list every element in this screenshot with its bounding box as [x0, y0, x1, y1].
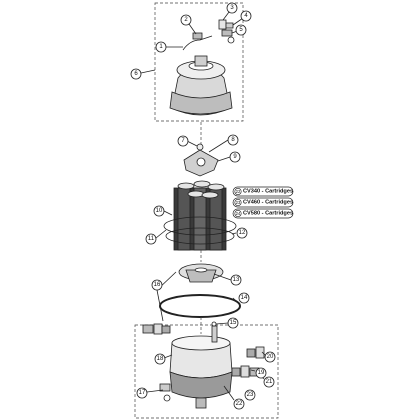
svg-text:16: 16: [154, 282, 161, 288]
callout-11: 11: [145, 233, 157, 245]
svg-text:20: 20: [267, 354, 274, 360]
svg-text:CV580 - Cartridges: CV580 - Cartridges: [243, 211, 293, 217]
svg-text:14: 14: [241, 295, 248, 301]
air-relief-tube: [182, 35, 213, 51]
callout-5: 5: [235, 24, 247, 36]
callout-17: 17: [136, 387, 148, 399]
svg-text:17: 17: [139, 390, 146, 396]
top-manifold: [183, 149, 219, 177]
callout-21: 21: [263, 376, 275, 388]
base-assembly-box: [134, 324, 279, 419]
relief-fitting: [192, 32, 203, 40]
tank-o-ring: [159, 294, 241, 318]
svg-text:7: 7: [181, 138, 185, 144]
svg-text:1: 1: [159, 44, 163, 50]
svg-text:12: 12: [239, 230, 246, 236]
svg-text:22: 22: [236, 189, 241, 194]
cartridge-badge-cv340: 22 CV340 - Cartridges: [232, 186, 294, 197]
callout-23: 23: [244, 389, 256, 401]
callout-8: 8: [227, 134, 239, 146]
callout-15: 15: [227, 317, 239, 329]
pressure-gauge-parts: [218, 19, 235, 44]
svg-text:9: 9: [233, 154, 237, 160]
callout-12: 12: [236, 227, 248, 239]
callout-18: 18: [154, 353, 166, 365]
callout-6: 6: [130, 68, 142, 80]
svg-text:22: 22: [236, 401, 243, 407]
tank-base: [169, 321, 233, 409]
svg-text:4: 4: [244, 13, 248, 19]
callout-7: 7: [177, 135, 189, 147]
svg-text:24: 24: [236, 211, 241, 216]
svg-text:5: 5: [239, 27, 243, 33]
callout-13: 13: [230, 274, 242, 286]
tank-lid: [169, 55, 233, 116]
callout-14: 14: [238, 292, 250, 304]
svg-text:6: 6: [134, 71, 138, 77]
svg-text:11: 11: [148, 236, 155, 242]
callout-1: 1: [155, 41, 167, 53]
lid-assembly-box: [154, 2, 244, 122]
callout-3: 3: [226, 2, 238, 14]
inlet-union-left: [142, 323, 171, 335]
cartridge-badge-cv580: 24 CV580 - Cartridges: [232, 208, 294, 219]
band-ring-12: [165, 227, 235, 245]
cartridge-badge-cv460: 23 CV460 - Cartridges: [232, 197, 294, 208]
svg-text:2: 2: [184, 17, 188, 23]
o-ring-7: [196, 143, 204, 151]
drain-plug: [159, 383, 171, 402]
svg-text:23: 23: [247, 392, 254, 398]
svg-text:23: 23: [236, 200, 241, 205]
svg-text:8: 8: [231, 137, 235, 143]
bottom-manifold: [178, 263, 224, 283]
callout-2: 2: [180, 14, 192, 26]
cartridge-bundle: [173, 180, 227, 251]
svg-text:10: 10: [156, 208, 163, 214]
svg-text:21: 21: [266, 379, 273, 385]
callout-20: 20: [264, 351, 276, 363]
svg-text:19: 19: [258, 370, 265, 376]
band-ring-11: [163, 216, 237, 236]
svg-text:15: 15: [230, 320, 237, 326]
svg-text:13: 13: [233, 277, 240, 283]
callout-10: 10: [153, 205, 165, 217]
svg-text:18: 18: [157, 356, 164, 362]
callout-9: 9: [229, 151, 241, 163]
svg-text:CV460 - Cartridges: CV460 - Cartridges: [243, 200, 293, 206]
callout-19: 19: [255, 367, 267, 379]
callout-16: 16: [151, 279, 163, 291]
svg-text:3: 3: [230, 5, 234, 11]
callout-4: 4: [240, 10, 252, 22]
svg-text:CV340 - Cartridges: CV340 - Cartridges: [243, 189, 293, 195]
callout-22: 22: [233, 398, 245, 410]
